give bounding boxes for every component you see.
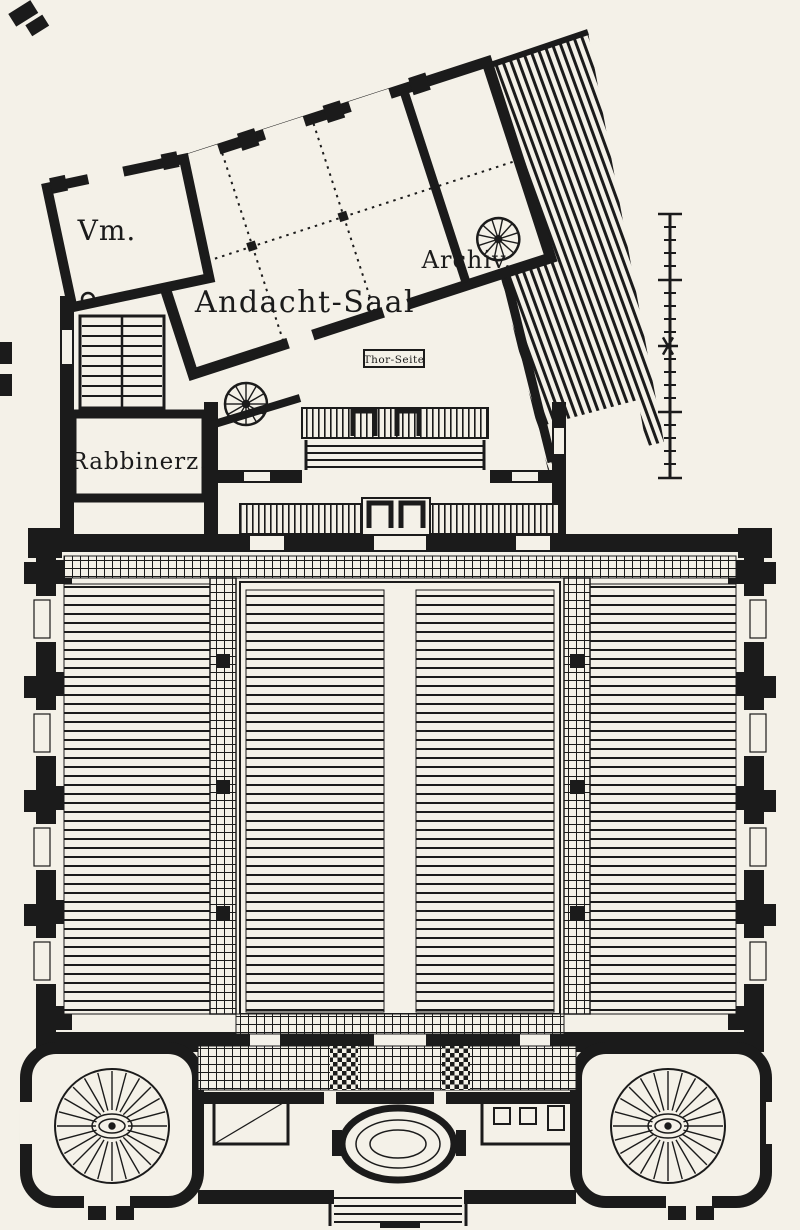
edge-fragment [0,374,12,396]
entrance-steps [328,1190,468,1226]
oval-vestibule [338,1104,458,1184]
spiral-stair-left [54,1068,170,1184]
vestibule-checker-panel [442,1046,470,1090]
pew-bank-right [589,583,737,1015]
pew-bank-center-left [245,589,385,1013]
oval-inner-ring [355,1119,441,1169]
foundation-stubs [88,1206,714,1228]
left-wall-window [62,330,72,364]
archiv-partition-wall [399,90,471,284]
spiral-stair-archiv [476,216,521,262]
tower-window [766,1102,780,1144]
vm-room [41,151,216,314]
hall-windows [30,596,770,984]
pew-bank-left [63,583,211,1015]
diagonal-wall [206,394,302,430]
entrance-front [20,1036,780,1228]
cross-wall-window [512,472,538,481]
column-detail [80,291,96,307]
hall-columns [216,654,584,920]
column-mark [246,240,258,252]
cross-wall-window [244,472,270,481]
hall-walls [28,528,772,1052]
middle-section [0,296,566,538]
scale-bar [658,212,682,480]
oval-inner-ring [369,1129,427,1159]
label-vm: Vm. [77,214,137,247]
aisle-strip-right [563,577,591,1015]
facade-piers [151,72,431,179]
label-thor-seite: Thor-Seite [364,354,425,366]
tiled-band-top [63,555,737,579]
scale-bar-star [658,336,678,356]
tower-window [666,1196,712,1208]
main-hall [24,528,776,1052]
oval-post [456,1130,466,1156]
vestibule-tiled-floor [197,1045,577,1091]
column-mark [337,210,349,223]
vestibule-checker-panel [330,1046,358,1090]
side-room-left [212,1098,290,1146]
side-room-right [480,1098,576,1146]
staircase-flight [78,314,166,410]
right-wall-window [554,428,564,454]
entry-steps-upper [304,440,486,470]
vm-pier [160,151,180,171]
label-andacht-saal: Andacht-Saal [194,285,415,320]
tower-window [84,1196,130,1208]
spiral-stair-right [610,1068,726,1184]
tiled-band-bottom [235,1013,565,1035]
pew-bank-center-right [415,589,555,1013]
spiral-stair-small [223,381,269,427]
rabbinerz-room [67,409,211,503]
vm-window-gap [86,165,125,186]
edge-fragment [0,342,12,364]
corner-wall-fragments [8,0,50,37]
tower-window [20,1102,34,1144]
label-rabbinerz: Rabbinerz. [70,449,207,475]
thor-seite-box [363,349,425,368]
oval-post [332,1130,342,1156]
aisle-strip-left [209,577,237,1015]
label-archiv: Archiv. [421,246,513,274]
vm-pier [49,174,69,194]
